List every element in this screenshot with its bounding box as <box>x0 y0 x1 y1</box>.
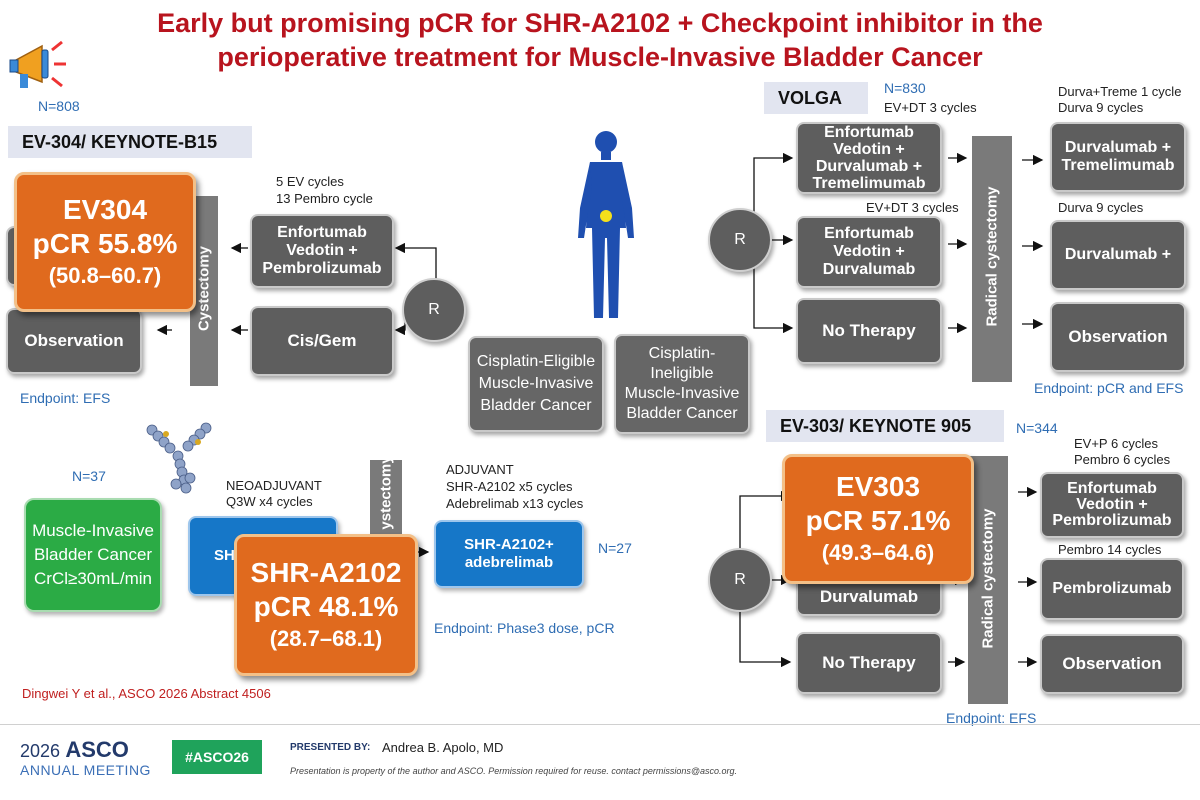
population-line-1: Muscle-Invasive <box>32 521 154 540</box>
shr-pcr-ci: (28.7–68.1) <box>269 626 383 651</box>
shr-cystectomy-label: ystectomy <box>377 455 395 530</box>
ev303-arm-no-therapy: No Therapy <box>796 632 942 694</box>
presenter-name: Andrea B. Apolo, MD <box>382 740 504 755</box>
asco-year: 2026 <box>20 741 61 761</box>
volga-adj-durva-treme: Durvalumab + Tremelimumab <box>1050 122 1186 192</box>
ev303-adj-pembro: Pembrolizumab <box>1040 558 1184 620</box>
page-title: Early but promising pCR for SHR-A2102 + … <box>0 6 1200 74</box>
volga-adj-note-2: Durva 9 cycles <box>1058 200 1144 215</box>
presented-by-label: PRESENTED BY: <box>290 742 371 753</box>
ev304-randomize: R <box>402 278 466 342</box>
ev303-cystectomy-label: Radical cystectomy <box>979 508 997 649</box>
shr-pcr-value: pCR 48.1% <box>253 591 399 622</box>
ev303-pcr-label: EV303 <box>835 471 921 502</box>
ev304-pcr-highlight: EV304 pCR 55.8% (50.8–60.7) <box>14 172 196 312</box>
footer-divider <box>0 724 1200 725</box>
ev304-pcr-ci: (50.8–60.7) <box>48 263 162 288</box>
volga-evdt-mid: EV+DT 3 cycles <box>866 200 959 215</box>
shr-population-box: Muscle-Invasive Bladder Cancer CrCl≥30mL… <box>24 498 162 612</box>
volga-band: VOLGA <box>764 82 868 114</box>
ineligible-line-2: Ineligible <box>650 365 714 382</box>
ineligible-line-4: Bladder Cancer <box>626 405 738 422</box>
ev304-arm-cisgem: Cis/Gem <box>250 306 394 376</box>
ev303-endpoint: Endpoint: EFS <box>946 710 1037 726</box>
shr-neo-label-2: Q3W x4 cycles <box>226 494 313 509</box>
volga-n: N=830 <box>884 80 926 96</box>
volga-randomize: R <box>708 208 772 272</box>
volga-arm-ev-durva-treme: Enfortumab Vedotin + Durvalumab + Tremel… <box>796 122 942 194</box>
population-line-2: Bladder Cancer <box>33 545 153 564</box>
ev304-cycles-1: 5 EV cycles <box>276 174 344 189</box>
ev303-note-1a: EV+P 6 cycles <box>1074 436 1158 451</box>
shr-n: N=37 <box>72 468 106 484</box>
title-line-2: perioperative treatment for Muscle-Invas… <box>217 42 983 72</box>
ev303-band: EV-303/ KEYNOTE 905 <box>766 410 1004 442</box>
volga-adj-note-1b: Durva 9 cycles <box>1058 100 1144 115</box>
volga-evdt-top: EV+DT 3 cycles <box>884 100 977 115</box>
volga-arm-ev-durva: Enfortumab Vedotin + Durvalumab <box>796 216 942 288</box>
megaphone-icon <box>6 36 70 96</box>
ineligible-line-3: Muscle-Invasive <box>624 385 740 402</box>
ineligible-line-1: Cisplatin- <box>648 345 716 362</box>
ev304-arm-ev-pembro: Enfortumab Vedotin + Pembrolizumab <box>250 214 394 288</box>
shr-pcr-highlight: SHR-A2102 pCR 48.1% (28.7–68.1) <box>234 534 418 676</box>
ev303-pcr-ci: (49.3–64.6) <box>821 540 935 565</box>
shr-adj-label-2: SHR-A2102 x5 cycles <box>446 479 573 494</box>
citation: Dingwei Y et al., ASCO 2026 Abstract 450… <box>22 686 271 701</box>
volga-cystectomy-bar <box>972 136 1012 382</box>
shr-endpoint: Endpoint: Phase3 dose, pCR <box>434 620 615 636</box>
shr-adj-label-3: Adebrelimab x13 cycles <box>446 496 584 511</box>
asco-logo: 2026 ASCO <box>20 738 129 763</box>
volga-adj-durva: Durvalumab + <box>1050 220 1186 290</box>
cisplatin-ineligible-box: Cisplatin- Ineligible Muscle-Invasive Bl… <box>614 334 750 434</box>
ev303-adj-ev-pembro: Enfortumab Vedotin + Pembrolizumab <box>1040 472 1184 538</box>
volga-endpoint: Endpoint: pCR and EFS <box>1034 380 1184 396</box>
shr-pcr-label: SHR-A2102 <box>250 557 402 588</box>
ev303-adj-observation: Observation <box>1040 634 1184 694</box>
shr-n2: N=27 <box>598 540 632 556</box>
antibody-icon <box>140 420 222 500</box>
ev304-pcr-label: EV304 <box>62 194 148 225</box>
hashtag-badge: #ASCO26 <box>172 740 262 774</box>
ev304-n: N=808 <box>38 98 80 114</box>
volga-adj-observation: Observation <box>1050 302 1186 372</box>
eligible-line-2: Muscle-Invasive <box>478 375 594 392</box>
ev304-endpoint: Endpoint: EFS <box>20 390 111 406</box>
title-line-1: Early but promising pCR for SHR-A2102 + … <box>157 8 1043 38</box>
ev304-cystectomy-label: Cystectomy <box>195 245 213 332</box>
asco-name: ASCO <box>65 737 129 762</box>
volga-arm-no-therapy: No Therapy <box>796 298 942 364</box>
human-body-icon <box>576 128 636 324</box>
shr-neo-label-1: NEOADJUVANT <box>226 478 322 493</box>
ev304-band: EV-304/ KEYNOTE-B15 <box>8 126 252 158</box>
ev303-randomize: R <box>708 548 772 612</box>
ev303-pcr-highlight: EV303 pCR 57.1% (49.3–64.6) <box>782 454 974 584</box>
shr-adj-box: SHR-A2102+ adebrelimab <box>434 520 584 588</box>
population-line-3: CrCl≥30mL/min <box>34 569 152 588</box>
eligible-line-1: Cisplatin-Eligible <box>476 353 596 370</box>
ev304-observation: Observation <box>6 308 142 374</box>
ev303-cystectomy-bar <box>968 456 1008 704</box>
volga-cystectomy-label: Radical cystectomy <box>983 186 1001 327</box>
ev303-note-2: Pembro 14 cycles <box>1058 542 1162 557</box>
ev304-pcr-value: pCR 55.8% <box>32 228 178 259</box>
ev304-cycles-2: 13 Pembro cycle <box>276 191 373 206</box>
ev303-note-1b: Pembro 6 cycles <box>1074 452 1171 467</box>
asco-subtitle: ANNUAL MEETING <box>20 762 151 778</box>
ev303-pcr-value: pCR 57.1% <box>805 505 951 536</box>
shr-adj-label-1: ADJUVANT <box>446 462 514 477</box>
eligible-line-3: Bladder Cancer <box>480 397 592 414</box>
cisplatin-eligible-box: Cisplatin-Eligible Muscle-Invasive Bladd… <box>468 336 604 432</box>
disclaimer: Presentation is property of the author a… <box>290 766 738 776</box>
ev303-n: N=344 <box>1016 420 1058 436</box>
volga-adj-note-1a: Durva+Treme 1 cycle <box>1058 84 1182 99</box>
